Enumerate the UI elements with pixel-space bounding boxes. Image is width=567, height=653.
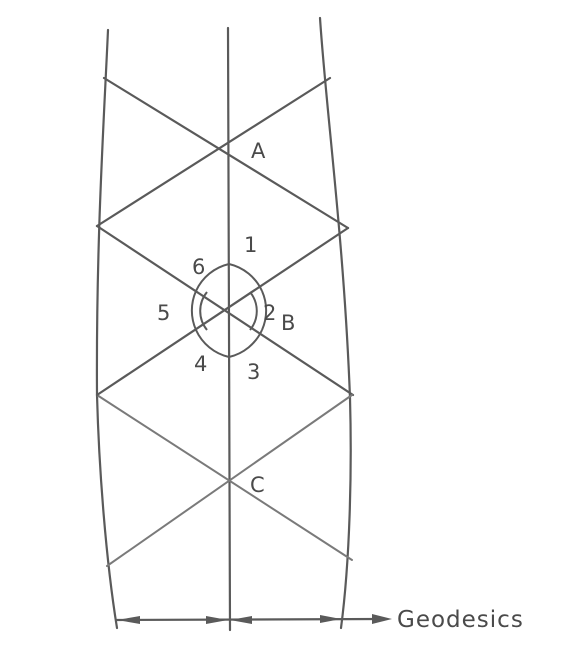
helix-line-3 — [96, 394, 353, 561]
left-boundary-line — [95, 28, 119, 630]
helix-line-5 — [95, 226, 350, 397]
center-geodesic-line — [226, 26, 232, 632]
angle-label-6: 6 — [192, 255, 205, 279]
arrowhead-left — [117, 616, 140, 624]
arrowhead-pointer — [372, 614, 392, 624]
point-label-c: C — [250, 473, 265, 497]
helix-line-6 — [106, 394, 353, 567]
angle-label-3: 3 — [247, 360, 260, 384]
angle-label-5: 5 — [157, 301, 170, 325]
arrowhead-right — [320, 615, 341, 623]
angle-label-1: 1 — [244, 233, 257, 257]
angle-arc-5 — [190, 290, 197, 331]
helix-line-1 — [102, 76, 350, 230]
arrowhead-center-left — [206, 616, 228, 624]
right-boundary-line — [318, 16, 352, 630]
geodesics-label: Geodesics — [397, 607, 524, 633]
point-label-b: B — [281, 311, 295, 335]
angle-arc-3 — [228, 329, 263, 358]
inner-arc-left — [199, 291, 208, 331]
angle-arc-1 — [228, 263, 263, 292]
inner-arc-right — [249, 291, 258, 331]
angle-label-2: 2 — [263, 301, 276, 325]
arrowhead-center-right — [230, 616, 252, 624]
helix-line-4 — [95, 76, 332, 228]
angle-arc-4 — [195, 329, 230, 358]
angle-arc-6 — [195, 263, 230, 292]
point-label-a: A — [251, 139, 266, 163]
angle-arc-2 — [261, 290, 268, 331]
angle-label-4: 4 — [194, 352, 207, 376]
